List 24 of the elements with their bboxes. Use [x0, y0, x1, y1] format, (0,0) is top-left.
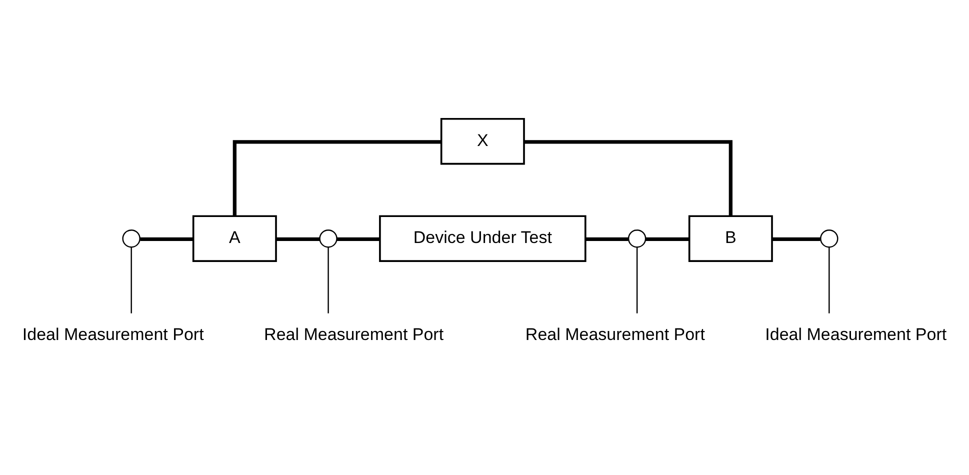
node-text: Ideal Measurement Port: [765, 324, 947, 344]
connector: [772, 236, 820, 241]
connector: [337, 236, 380, 241]
connector: [130, 246, 132, 313]
connector: [586, 236, 628, 241]
connector: [328, 246, 329, 313]
connector: [646, 236, 689, 241]
node-box: X: [440, 117, 525, 164]
node-circle: [820, 229, 838, 248]
node-box: B: [688, 214, 773, 262]
connector: [524, 140, 732, 216]
node-box: Device Under Test: [379, 214, 586, 262]
connector: [140, 236, 193, 241]
connector: [828, 246, 830, 313]
connector: [276, 236, 320, 241]
connector: [232, 140, 442, 216]
node-text: Real Measurement Port: [264, 324, 444, 344]
node-text: Real Measurement Port: [525, 324, 705, 344]
node-box: A: [192, 214, 277, 262]
node-circle: [319, 229, 338, 248]
connector: [636, 246, 638, 313]
node-text: Ideal Measurement Port: [22, 324, 204, 344]
node-circle: [628, 229, 646, 248]
node-circle: [122, 229, 140, 248]
